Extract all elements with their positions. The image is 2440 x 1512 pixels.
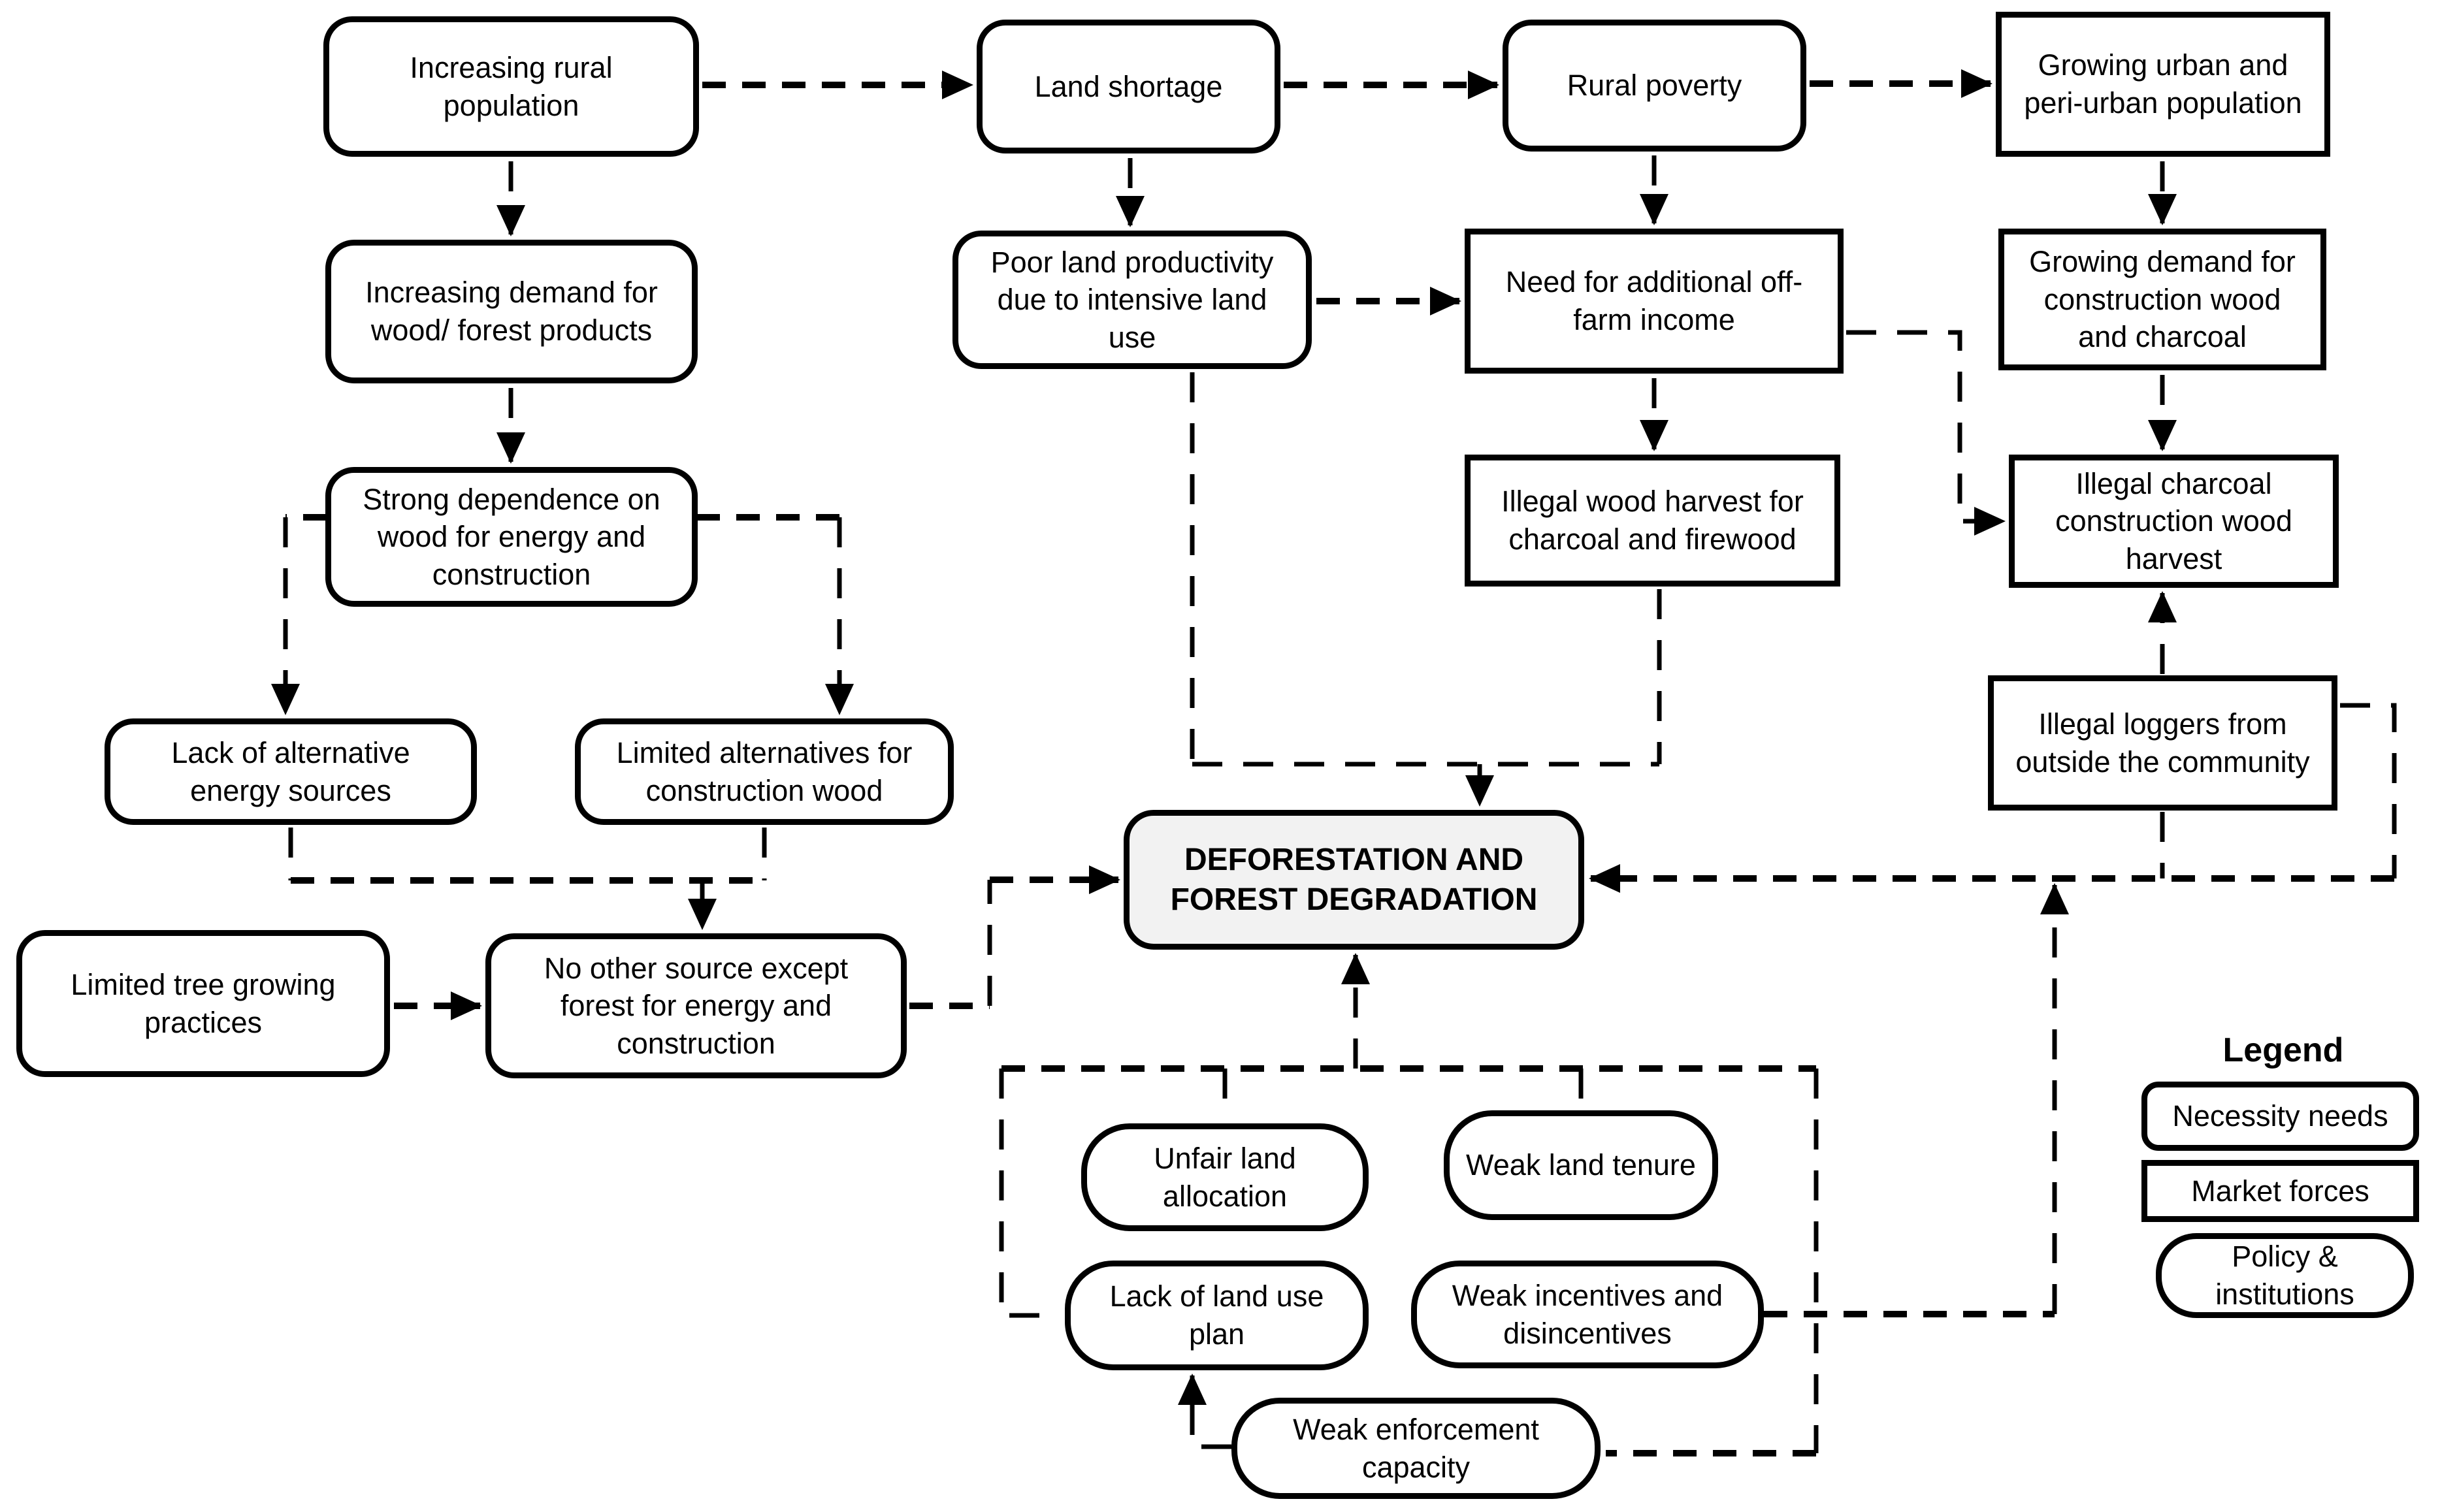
node-label: Lack of alternative energy sources	[171, 735, 410, 807]
legend-item-necessity-needs: Necessity needs	[2141, 1082, 2419, 1151]
node-label: Poor land productivity due to intensive …	[990, 245, 1274, 354]
node-need-off-farm-income: Need for additional off-farm income	[1465, 229, 1844, 374]
node-label: Unfair land allocation	[1154, 1141, 1296, 1213]
node-label: Growing demand for construction wood and…	[2029, 245, 2296, 354]
legend-item-market-forces: Market forces	[2141, 1160, 2419, 1222]
node-strong-dependence-wood: Strong dependence on wood for energy and…	[325, 467, 698, 607]
legend-label: Market forces	[2191, 1174, 2369, 1208]
node-label: Need for additional off-farm income	[1505, 265, 1803, 336]
node-label: Illegal charcoal construction wood harve…	[2055, 466, 2292, 575]
node-weak-incentives: Weak incentives and disincentives	[1411, 1261, 1764, 1368]
policy-container-left-edge	[999, 1069, 1060, 1318]
legend-title: Legend	[2222, 1031, 2344, 1069]
legend-item-policy-institutions: Policy & institutions	[2156, 1233, 2414, 1318]
node-label: DEFORESTATION AND FOREST DEGRADATION	[1170, 842, 1538, 917]
node-weak-enforcement: Weak enforcement capacity	[1231, 1398, 1601, 1499]
node-label: Growing urban and peri-urban population	[2024, 48, 2302, 120]
node-label: Illegal loggers from outside the communi…	[2015, 707, 2310, 779]
node-label: Limited alternatives for construction wo…	[616, 735, 913, 807]
node-label: Increasing demand for wood/ forest produ…	[365, 276, 658, 347]
node-limited-alternatives-construction: Limited alternatives for construction wo…	[575, 718, 954, 825]
node-poor-land-productivity: Poor land productivity due to intensive …	[952, 231, 1312, 369]
node-label: Weak enforcement capacity	[1293, 1412, 1539, 1484]
node-label: Illegal wood harvest for charcoal and fi…	[1501, 485, 1804, 556]
node-weak-land-tenure: Weak land tenure	[1444, 1110, 1718, 1220]
node-label: Strong dependence on wood for energy and…	[363, 482, 660, 591]
connector-illegal-charcoal-right	[2340, 703, 2397, 878]
node-label: Limited tree growing practices	[71, 967, 336, 1039]
node-label: Lack of land use plan	[1109, 1279, 1324, 1351]
node-land-shortage: Land shortage	[977, 20, 1280, 153]
node-label: Rural poverty	[1567, 69, 1742, 103]
node-unfair-land-allocation: Unfair land allocation	[1081, 1123, 1369, 1231]
node-deforestation-outcome: DEFORESTATION AND FOREST DEGRADATION	[1124, 810, 1584, 950]
legend-label: Policy & institutions	[2215, 1240, 2354, 1311]
node-illegal-charcoal-harvest: Illegal charcoal construction wood harve…	[2009, 455, 2339, 588]
node-growing-demand-construction: Growing demand for construction wood and…	[1998, 229, 2326, 370]
node-rural-poverty: Rural poverty	[1503, 20, 1806, 152]
arrow-off-farm-income-to-illegal-charcoal	[1846, 330, 2006, 536]
node-label: Weak incentives and disincentives	[1452, 1278, 1723, 1350]
node-lack-alternative-energy: Lack of alternative energy sources	[105, 718, 477, 825]
node-label: Land shortage	[1034, 69, 1223, 103]
node-label: Weak land tenure	[1466, 1148, 1696, 1182]
node-illegal-wood-harvest: Illegal wood harvest for charcoal and fi…	[1465, 455, 1840, 587]
legend-label: Necessity needs	[2172, 1099, 2388, 1133]
node-growing-urban-population: Growing urban and peri-urban population	[1996, 12, 2330, 157]
node-label: Increasing rural population	[410, 50, 613, 122]
node-increasing-demand-wood: Increasing demand for wood/ forest produ…	[325, 240, 698, 383]
node-lack-land-use-plan: Lack of land use plan	[1065, 1261, 1369, 1370]
node-label: No other source except forest for energy…	[544, 951, 849, 1060]
node-illegal-loggers: Illegal loggers from outside the communi…	[1988, 675, 2337, 811]
arrow-weak-enforcement-to-land-use-plan	[1178, 1374, 1231, 1449]
node-limited-tree-growing: Limited tree growing practices	[16, 930, 390, 1077]
node-no-other-source: No other source except forest for energy…	[485, 933, 907, 1078]
node-increasing-rural-population: Increasing rural population	[323, 16, 699, 157]
